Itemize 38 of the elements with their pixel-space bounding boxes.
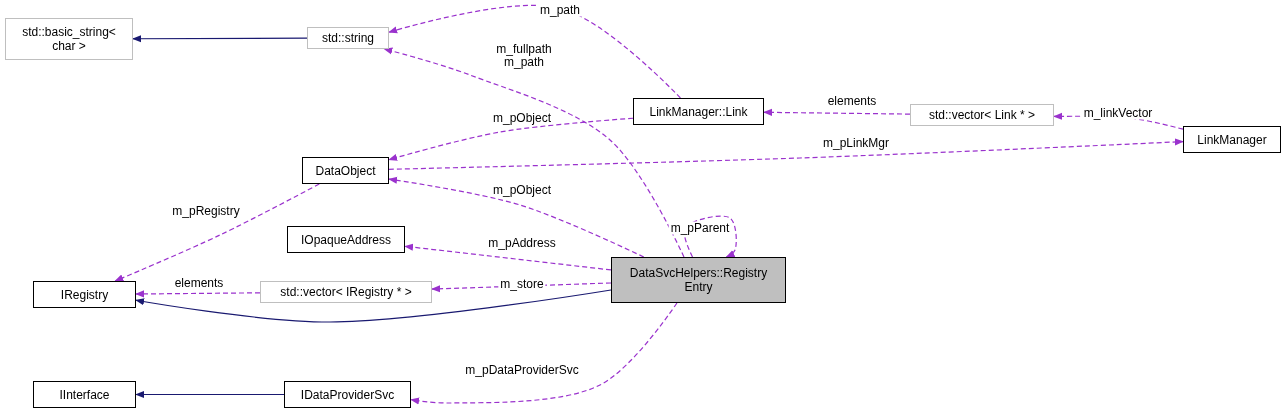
- edge-label: m_pAddress: [486, 236, 558, 250]
- class-box: DataObject: [302, 157, 389, 184]
- dashed-arrow: [388, 4, 682, 99]
- arrow: [135, 390, 285, 399]
- edge-label: m_pLinkMgr: [821, 136, 891, 150]
- arrow: [135, 289, 612, 323]
- class-box: std::string: [307, 27, 389, 49]
- dashed-arrow: [404, 243, 612, 271]
- edge-label: m_pRegistry: [170, 204, 242, 218]
- class-box: std::basic_string< char >: [5, 18, 133, 60]
- class-box: std::vector< Link * >: [910, 104, 1054, 126]
- arrow: [132, 35, 308, 43]
- edge-label: m_store: [498, 277, 546, 291]
- class-box: LinkManager::Link: [633, 98, 764, 125]
- class-box: IDataProviderSvc: [284, 381, 411, 408]
- dashed-arrow: [383, 47, 685, 258]
- edge-label: m_path: [538, 3, 582, 17]
- dashed-arrow: [388, 176, 645, 258]
- class-box: std::vector< IRegistry * >: [260, 281, 432, 303]
- dashed-arrow: [388, 138, 1184, 170]
- edge-label: m_pObject: [491, 111, 553, 125]
- class-box: IInterface: [33, 381, 136, 408]
- dashed-arrow: [763, 108, 911, 116]
- edge-label: elements: [172, 276, 226, 290]
- edge-label: m_linkVector: [1081, 106, 1155, 120]
- dashed-arrow: [388, 117, 634, 161]
- class-box: LinkManager: [1183, 126, 1281, 153]
- edge-label: m_pParent: [668, 221, 732, 235]
- dashed-arrow: [410, 302, 678, 405]
- class-box: IOpaqueAddress: [287, 226, 405, 253]
- edge-label: m_pObject: [491, 183, 553, 197]
- class-box: DataSvcHelpers::Registry Entry: [611, 257, 786, 303]
- dashed-arrow: [114, 183, 320, 282]
- dashed-arrow: [135, 290, 261, 298]
- edge-label: elements: [825, 94, 879, 108]
- dashed-arrow: [683, 215, 737, 258]
- class-box: IRegistry: [33, 281, 136, 308]
- edge-label: m_pDataProviderSvc: [463, 363, 581, 377]
